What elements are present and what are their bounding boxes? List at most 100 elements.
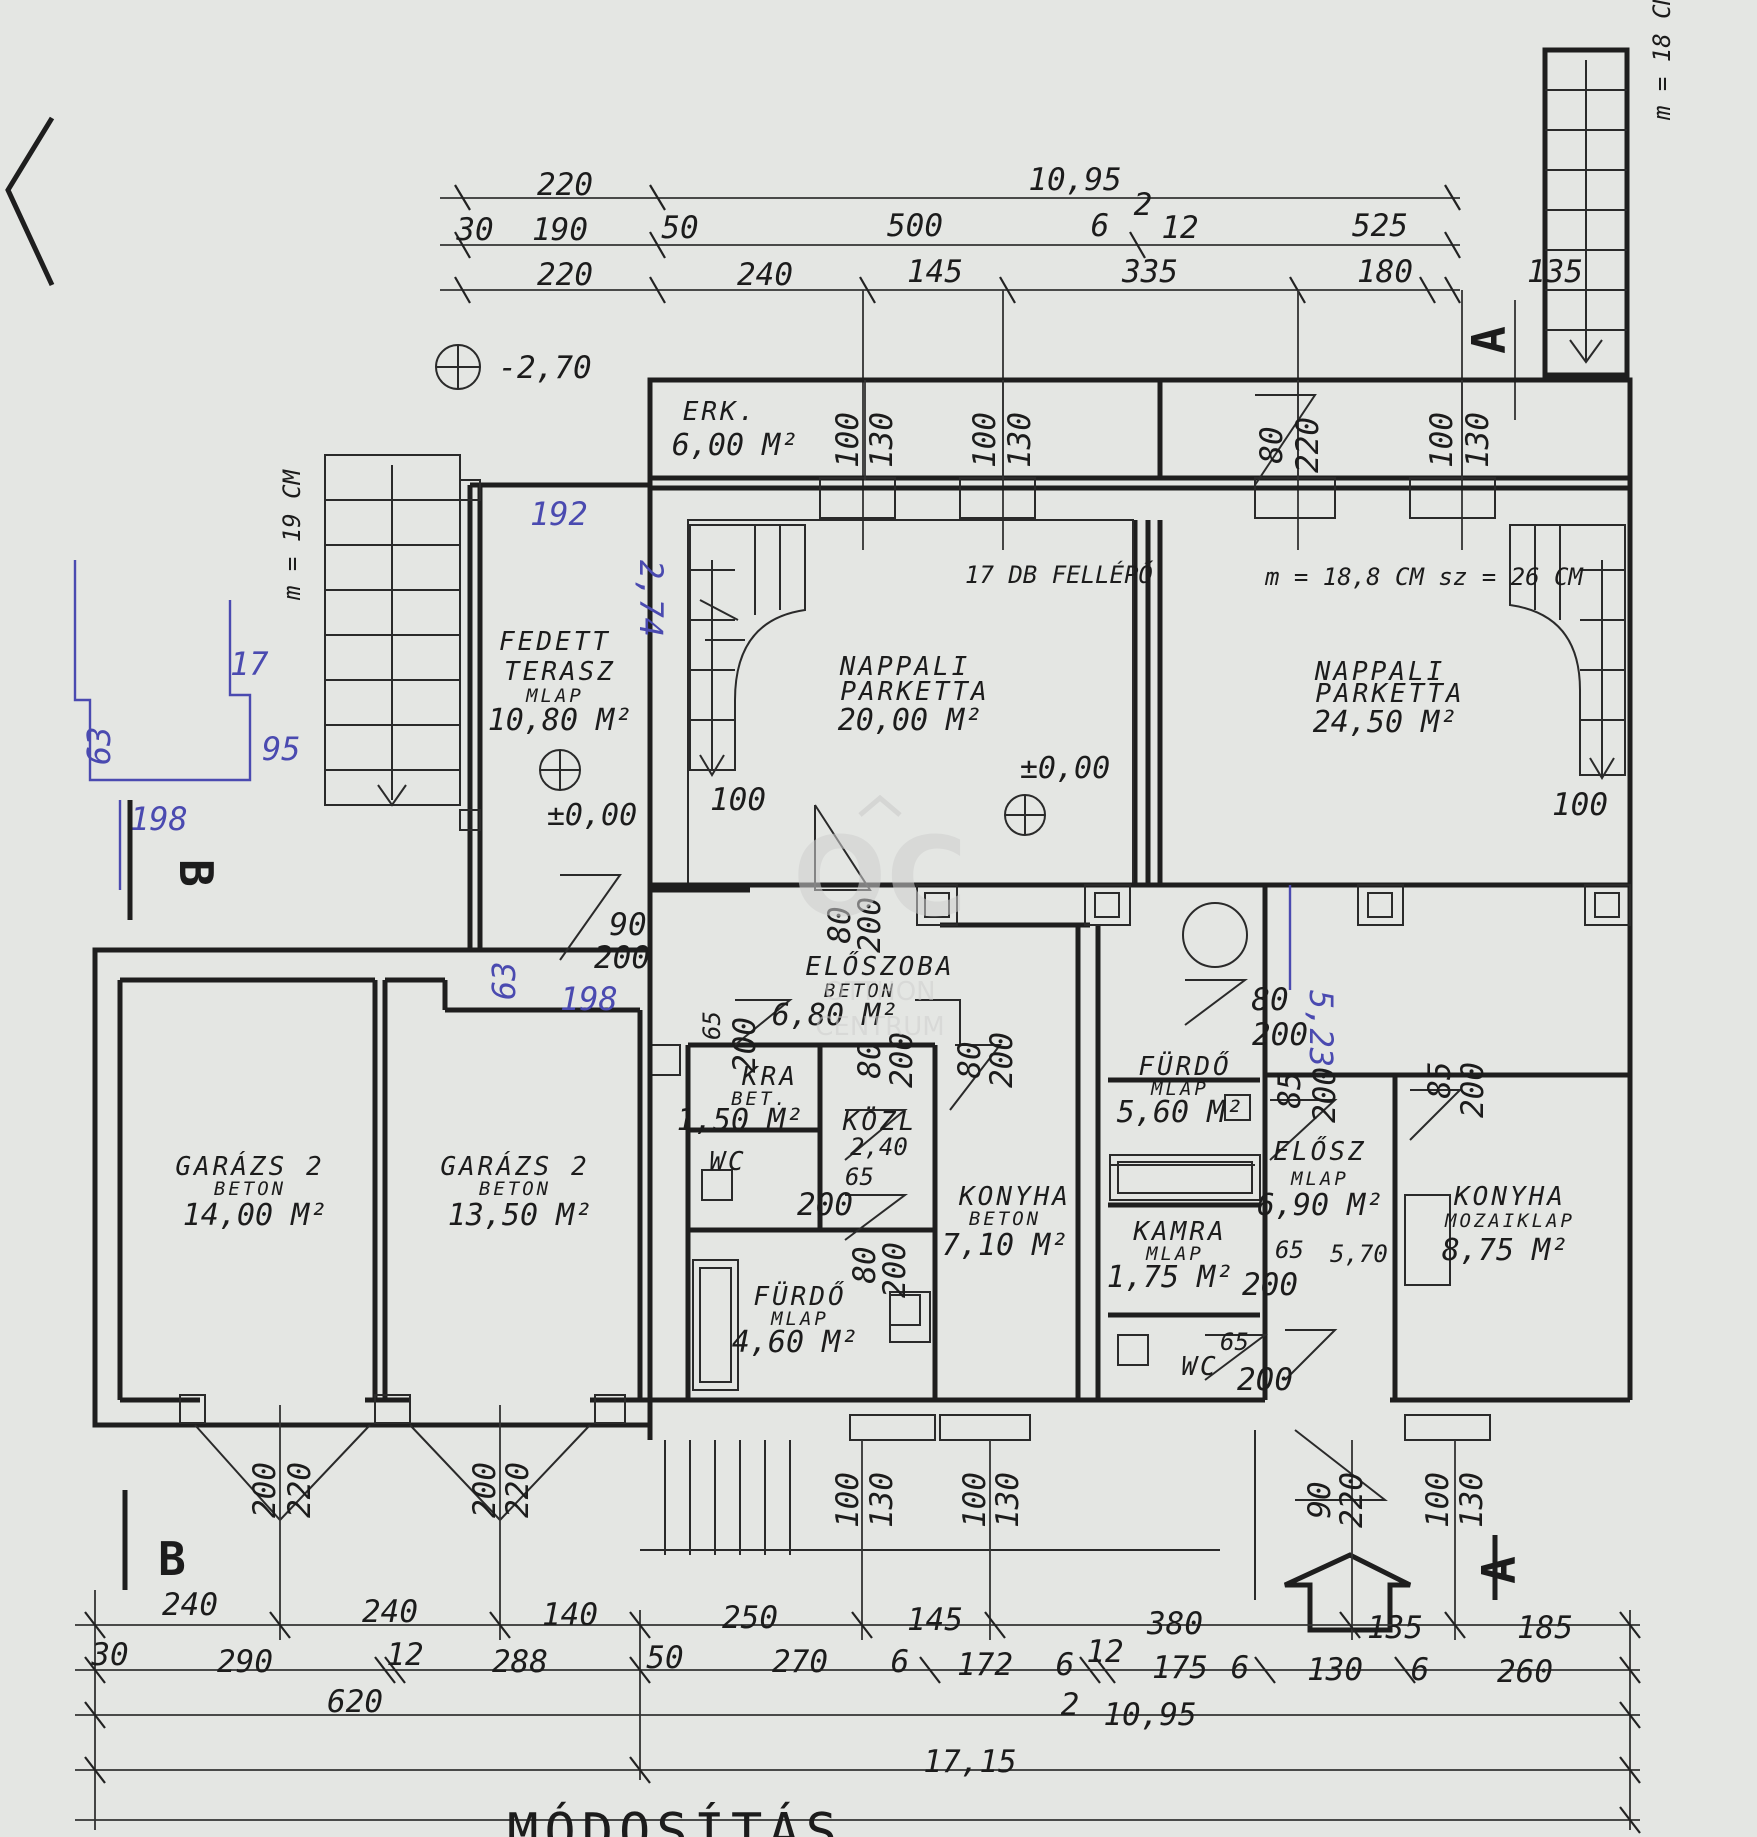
dim-bot-17: 6 xyxy=(1056,1647,1075,1683)
dim-bot-19: 175 xyxy=(1152,1650,1208,1686)
room-nappali-left-level: ±0,00 xyxy=(1020,751,1110,786)
annot-240: 2,40 xyxy=(850,1133,908,1161)
d-konyha-l-a: 80 xyxy=(952,1041,988,1078)
room-kamra-floor: MLAP xyxy=(1145,1243,1204,1265)
dim-top-7: 6 xyxy=(1091,208,1110,244)
section-b-top: B xyxy=(169,859,223,887)
dim-top-3: 30 xyxy=(455,212,493,248)
d-kamra-b: 200 xyxy=(1242,1267,1298,1303)
top-dimensions xyxy=(440,184,1463,550)
room-nappali-left-area: 20,00 M² xyxy=(838,703,983,738)
blue-annotations xyxy=(73,560,1292,990)
room-kamra-area: 1,75 M² xyxy=(1107,1260,1233,1295)
watermark-line1: OTTHON xyxy=(824,977,935,1007)
room-furdo-right-floor: MLAP xyxy=(1150,1078,1209,1100)
d-elo-a: 80 xyxy=(822,906,858,943)
annot-17: 17 xyxy=(230,645,269,683)
d-wc-l-b: 200 xyxy=(797,1187,853,1223)
dim-top-5: 50 xyxy=(661,210,698,246)
annot-198b: 198 xyxy=(560,980,618,1018)
dim-bot-3: 140 xyxy=(542,1597,598,1633)
d-kra-a: 65 xyxy=(698,1011,726,1040)
d-wc-r-a: 65 xyxy=(1220,1328,1249,1356)
annot-274: 2,74 xyxy=(632,560,670,637)
d-kozl-b: 200 xyxy=(884,1032,920,1088)
dim-bot-22: 6 xyxy=(1411,1652,1430,1688)
room-kra-area: 1,50 M² xyxy=(677,1103,803,1138)
room-garazs-1-floor: BETON xyxy=(214,1178,286,1200)
watermark-line2: CENTRUM xyxy=(815,1012,944,1042)
room-nappali-left-floor: PARKETTA xyxy=(840,677,989,707)
w3-a: 80 xyxy=(1254,426,1290,463)
boiler-icon xyxy=(1182,902,1248,968)
dim-bot-6: 380 xyxy=(1146,1606,1203,1642)
d-elosz-b: 200 xyxy=(1307,1067,1343,1123)
footer-title: MÓDOSÍTÁS xyxy=(507,1801,843,1837)
b3-a: 100 xyxy=(1420,1472,1456,1528)
w1-b: 130 xyxy=(864,412,900,468)
room-eloszoba-name: ELŐSZOBA xyxy=(805,950,954,982)
annot-63b: 63 xyxy=(485,961,523,1000)
section-a-top: A xyxy=(1462,326,1516,354)
d-elosz-a: 85 xyxy=(1272,1071,1308,1108)
annot-95: 95 xyxy=(262,730,301,768)
svg-text:OC: OC xyxy=(793,813,967,941)
level-marker-icon xyxy=(1004,794,1046,836)
d-terasz-a: 90 xyxy=(609,907,646,943)
dim-bot-10: 290 xyxy=(217,1644,273,1680)
dim-bot-8: 185 xyxy=(1517,1610,1573,1646)
room-kozl-name: KÖZL xyxy=(842,1105,918,1137)
back-arrow-icon[interactable] xyxy=(5,116,55,287)
garage-walls xyxy=(92,947,653,1428)
dim-bot-20: 6 xyxy=(1231,1650,1250,1686)
room-nappali-right-name: NAPPALI xyxy=(1314,657,1446,687)
dim-bot-5: 145 xyxy=(907,1602,963,1638)
level-marker-icon xyxy=(435,344,481,390)
w2-b: 130 xyxy=(1002,412,1038,468)
w1-a: 100 xyxy=(830,412,866,468)
room-kamra-name: KAMRA xyxy=(1132,1217,1226,1247)
d-furdo-l-b: 200 xyxy=(877,1242,913,1298)
watermark-logo: OC OTTHON CENTRUM xyxy=(793,794,967,1042)
b1-b: 130 xyxy=(864,1472,900,1528)
right-stair-note: m = 18,8 CM sz = 26 CM xyxy=(1264,563,1584,591)
dim-bot-14: 270 xyxy=(772,1644,828,1680)
left-stair xyxy=(689,524,806,777)
dim-bot-12: 288 xyxy=(492,1644,548,1680)
room-terasz-area: 10,80 M² xyxy=(488,703,633,738)
b1-a: 100 xyxy=(830,1472,866,1528)
room-garazs-2-name: GARÁZS 2 xyxy=(440,1150,589,1182)
top-stair-note: m = 18 CM xyxy=(1648,0,1676,121)
bottom-dimensions xyxy=(75,1590,1641,1834)
dim-bot-4: 250 xyxy=(722,1600,778,1636)
b3-b: 130 xyxy=(1454,1472,1490,1528)
annot-192: 192 xyxy=(530,495,588,533)
d-konyha-l-b: 200 xyxy=(984,1032,1020,1088)
dim-bot-23: 260 xyxy=(1497,1654,1553,1690)
room-erk-area: 6,00 M² xyxy=(672,428,798,463)
room-eloszoba-floor: BETON xyxy=(824,980,896,1002)
section-b-bottom: B xyxy=(158,1532,186,1586)
room-eloszoba-area: 6,80 M² xyxy=(772,998,898,1033)
windows xyxy=(819,380,1496,1640)
w4-a: 100 xyxy=(1424,412,1460,468)
dim-top-16: 135 xyxy=(1527,254,1583,290)
dim-top-12: 240 xyxy=(737,257,793,293)
terrace-stair-note: m = 19 CM xyxy=(278,468,306,601)
b2-a: 100 xyxy=(957,1472,993,1528)
room-furdo-left-floor: MLAP xyxy=(770,1308,829,1330)
d-kra-b: 200 xyxy=(727,1017,763,1073)
annot-63: 63 xyxy=(80,726,118,765)
b2-b: 130 xyxy=(990,1472,1026,1528)
dim-top-2: 10,95 xyxy=(1028,162,1121,198)
dim-bot-24: 620 xyxy=(327,1684,383,1720)
d-terasz-b: 200 xyxy=(594,940,650,976)
room-konyha-left-floor: BETON xyxy=(969,1208,1041,1230)
garage-doors xyxy=(194,1405,591,1640)
room-konyha-left-name: KONYHA xyxy=(958,1182,1071,1212)
d-furdo-r-b: 200 xyxy=(1252,1017,1308,1053)
dim-top-15: 180 xyxy=(1357,254,1413,290)
d-wc-l-a: 65 xyxy=(845,1163,874,1191)
dim-bot-11: 12 xyxy=(386,1637,423,1673)
room-konyha-right-area: 8,75 M² xyxy=(1442,1233,1568,1268)
